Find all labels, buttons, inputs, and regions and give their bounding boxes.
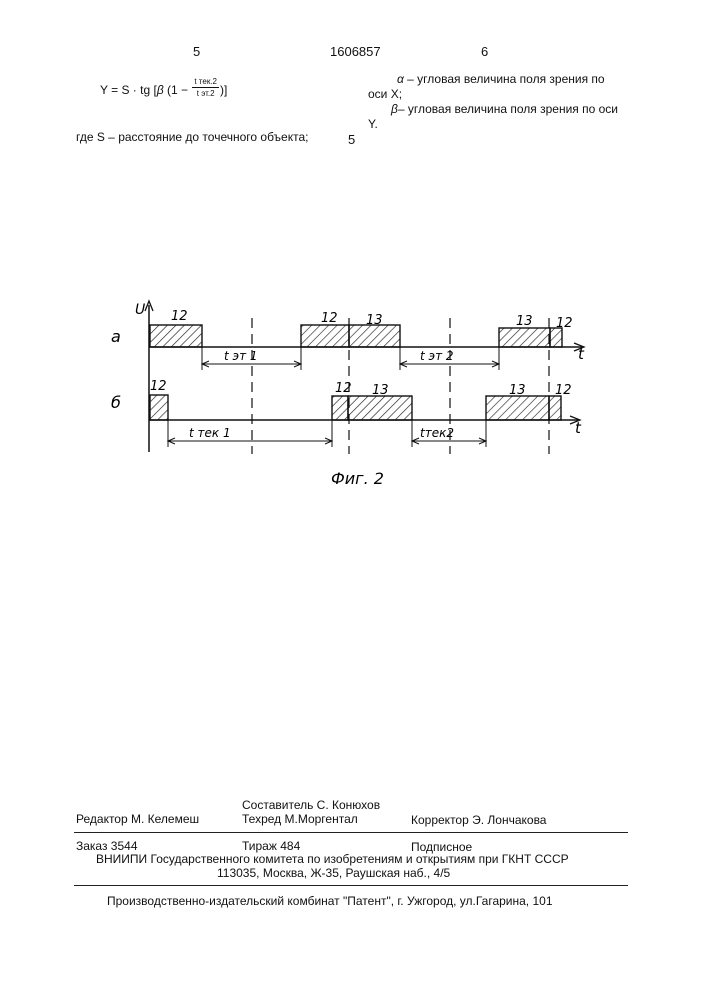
techred: Техред М.Моргентал (242, 812, 358, 826)
row-b-t-label: t (575, 419, 582, 437)
label-a-12-2: 12 (321, 311, 338, 326)
u-axis-label: U (135, 302, 145, 318)
corrector: Корректор Э. Лончакова (411, 813, 546, 827)
label-a-13-2: 13 (516, 314, 533, 329)
pulse-a-12-2 (301, 325, 349, 347)
pulse-b-12-3 (549, 396, 561, 420)
row-a-label: а (111, 327, 121, 346)
figure-caption: Фиг. 2 (331, 469, 384, 488)
editor: Редактор М. Келемеш (76, 812, 199, 826)
label-b-12-3: 12 (555, 383, 572, 398)
pulse-b-12-1 (150, 395, 168, 420)
pulse-b-13-1 (348, 396, 412, 420)
circulation: Тираж 484 (242, 839, 300, 853)
label-b-13-1: 13 (372, 383, 389, 398)
address: 113035, Москва, Ж-35, Раушская наб., 4/5 (217, 866, 450, 880)
pulse-a-13-2 (499, 328, 550, 347)
timing-diagram: U а t 12 12 13 13 12 t эт 1 t эт 2 б t 1… (0, 0, 707, 520)
pulse-a-12-1 (150, 325, 202, 347)
row-b-label: б (111, 393, 121, 412)
label-t-tek2: tтек2 (420, 426, 454, 440)
label-t-et2: t эт 2 (420, 349, 454, 363)
organization: ВНИИПИ Государственного комитета по изоб… (96, 852, 569, 866)
label-a-12-1: 12 (171, 309, 188, 324)
compiler: Составитель С. Конюхов (242, 798, 380, 812)
label-b-12-1: 12 (150, 379, 167, 394)
pulse-b-13-2 (486, 396, 549, 420)
pulse-b-12-2 (332, 396, 348, 420)
imprint-rule-bottom (74, 885, 628, 886)
pulse-a-13-1 (349, 325, 400, 347)
label-t-tek1: t тек 1 (189, 426, 231, 440)
label-b-13-2: 13 (509, 383, 526, 398)
label-a-12-3: 12 (556, 316, 573, 331)
imprint-rule-top (74, 832, 628, 833)
publisher: Производственно-издательский комбинат "П… (107, 894, 553, 908)
order-number: Заказ 3544 (76, 839, 138, 853)
label-a-13-1: 13 (366, 313, 383, 328)
